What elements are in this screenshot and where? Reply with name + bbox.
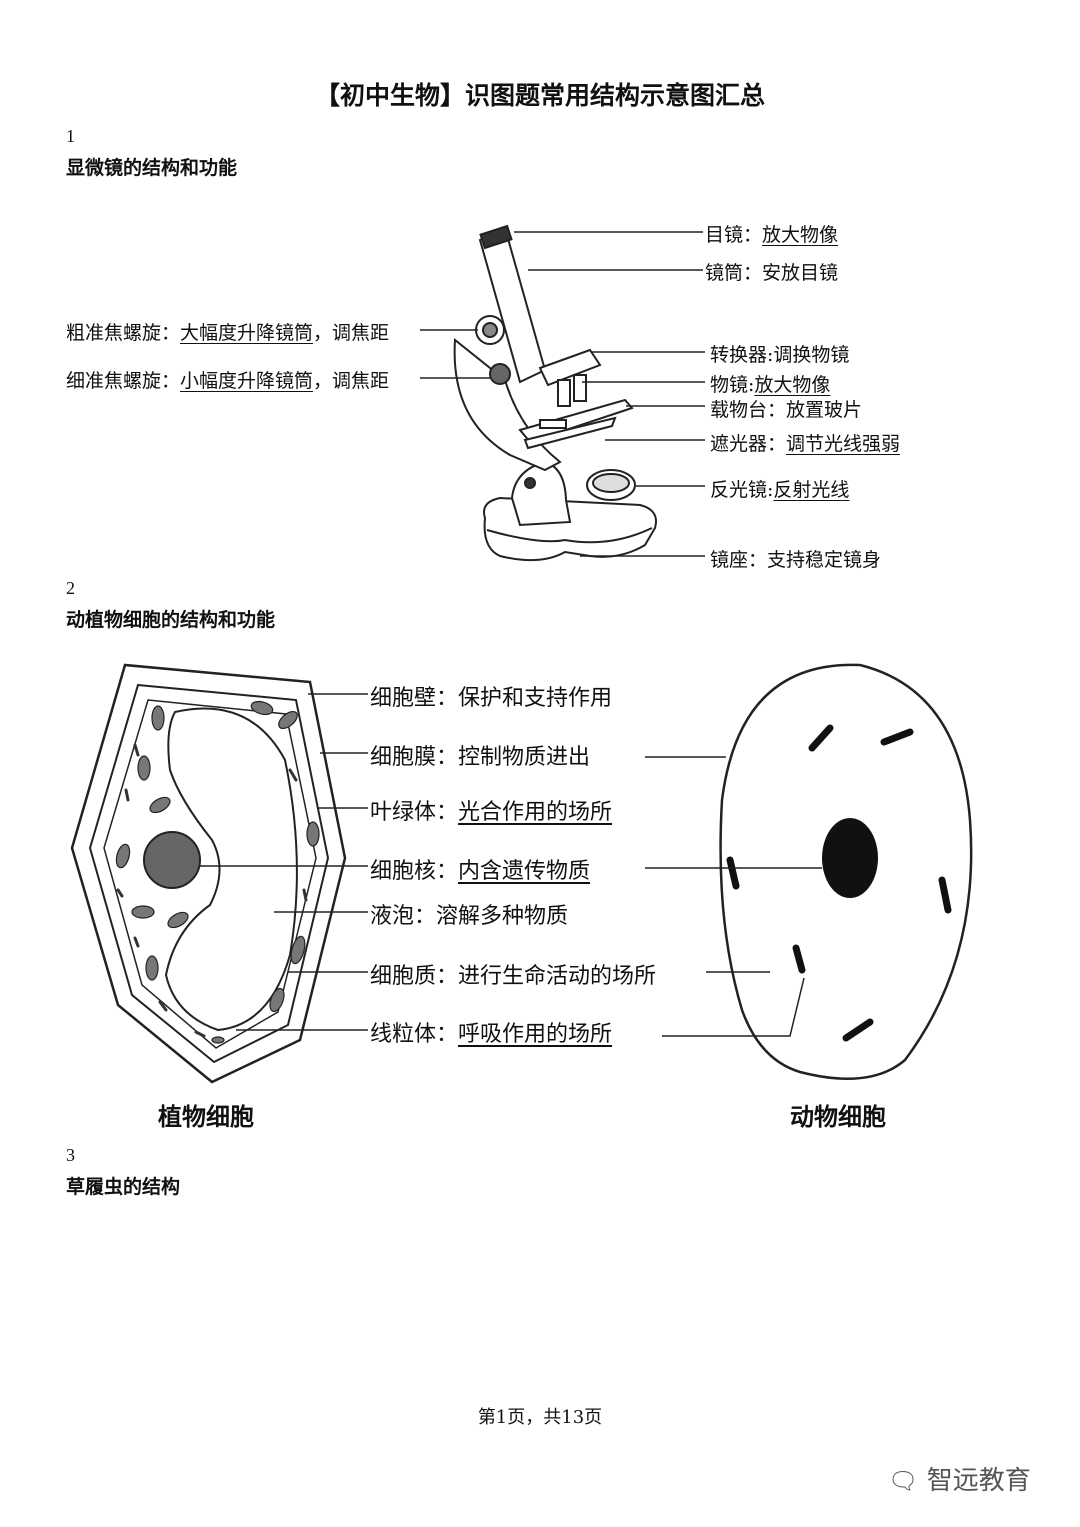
objective-label: 物镜:放大物像 [710, 370, 830, 397]
section-number: 1 [66, 126, 75, 146]
microscope-illustration [453, 224, 657, 562]
diaphragm-label: 遮光器：调节光线强弱 [710, 429, 900, 456]
animal-cell-illustration [719, 663, 973, 1080]
label-function: 放置玻片 [786, 399, 863, 421]
chloroplast-label: 叶绿体：光合作用的场所 [370, 794, 612, 826]
tube-label: 镜筒：安放目镜 [705, 258, 838, 285]
label-name: 细准焦螺旋： [66, 370, 181, 392]
nucleus-label: 细胞核：内含遗传物质 [370, 853, 590, 885]
label-function: 呼吸作用的场所 [458, 1022, 613, 1047]
section-heading: 草履虫的结构 [66, 1176, 181, 1198]
eyepiece-label: 目镜：放大物像 [705, 220, 838, 247]
label-name: 目镜： [705, 224, 763, 246]
plant-cell-caption: 植物细胞 [158, 1103, 254, 1131]
label-name: 液泡： [370, 904, 437, 929]
label-name: 线粒体： [370, 1022, 459, 1047]
label-function: 安放目镜 [762, 262, 839, 284]
label-function: 溶解多种物质 [436, 904, 569, 929]
nosepiece-label: 转换器:调换物镜 [710, 340, 849, 367]
label-function: 进行生命活动的场所 [458, 964, 657, 989]
microscope-leader-lines [420, 231, 705, 557]
label-function: 大幅度升降镜筒 [180, 322, 314, 344]
label-name: 细胞壁： [370, 686, 459, 711]
animal-cell-caption: 动物细胞 [790, 1103, 886, 1131]
label-name: 叶绿体： [370, 800, 459, 825]
section-number: 2 [66, 578, 75, 598]
base-label: 镜座：支持稳定镜身 [710, 545, 881, 572]
chat-bubble-icon: 🗨 [888, 1467, 919, 1495]
section-heading: 显微镜的结构和功能 [66, 157, 238, 179]
watermark: 🗨 智远教育 [888, 1460, 1031, 1497]
vacuole-label: 液泡：溶解多种物质 [370, 898, 568, 930]
label-name: 镜筒： [705, 262, 763, 284]
mirror-label: 反光镜:反射光线 [710, 475, 849, 502]
coarse-focus-label: 粗准焦螺旋：大幅度升降镜筒，调焦距 [66, 318, 389, 345]
label-function: 反射光线 [773, 479, 850, 501]
cell-leader-lines [200, 693, 822, 1037]
label-name: 载物台： [710, 399, 787, 421]
label-function: 放大物像 [754, 374, 831, 396]
label-function: 控制物质进出 [458, 745, 591, 770]
cell-wall-label: 细胞壁：保护和支持作用 [370, 680, 612, 712]
plant-cell-illustration [70, 663, 347, 1084]
label-name: 转换器: [710, 344, 774, 366]
label-name: 镜座： [710, 549, 768, 571]
watermark-text: 智远教育 [926, 1466, 1031, 1496]
label-name: 细胞膜： [370, 745, 459, 770]
label-name: 细胞核： [370, 859, 459, 884]
label-function: 调换物镜 [773, 344, 850, 366]
label-name: 粗准焦螺旋： [66, 322, 181, 344]
cell-membrane-label: 细胞膜：控制物质进出 [370, 739, 590, 771]
label-name: 反光镜: [710, 479, 774, 501]
label-rest: ，调焦距 [313, 322, 390, 344]
cytoplasm-label: 细胞质：进行生命活动的场所 [370, 958, 656, 990]
section-number: 3 [66, 1145, 75, 1165]
label-function: 内含遗传物质 [458, 859, 591, 884]
label-name: 物镜: [710, 374, 755, 396]
label-name: 遮光器： [710, 433, 787, 455]
stage-label: 载物台：放置玻片 [710, 395, 862, 422]
label-name: 细胞质： [370, 964, 459, 989]
page-footer: 第1页，共13页 [477, 1407, 603, 1428]
label-function: 支持稳定镜身 [767, 549, 882, 571]
label-function: 保护和支持作用 [458, 686, 613, 711]
section-heading: 动植物细胞的结构和功能 [66, 609, 276, 631]
fine-focus-label: 细准焦螺旋：小幅度升降镜筒，调焦距 [66, 366, 389, 393]
label-function: 小幅度升降镜筒 [180, 370, 314, 392]
label-function: 调节光线强弱 [786, 433, 901, 455]
page-title: 【初中生物】识图题常用结构示意图汇总 [314, 81, 765, 110]
label-function: 光合作用的场所 [458, 800, 613, 825]
label-function: 放大物像 [762, 224, 839, 246]
mitochondria-label: 线粒体：呼吸作用的场所 [370, 1016, 612, 1048]
label-rest: ，调焦距 [313, 370, 390, 392]
